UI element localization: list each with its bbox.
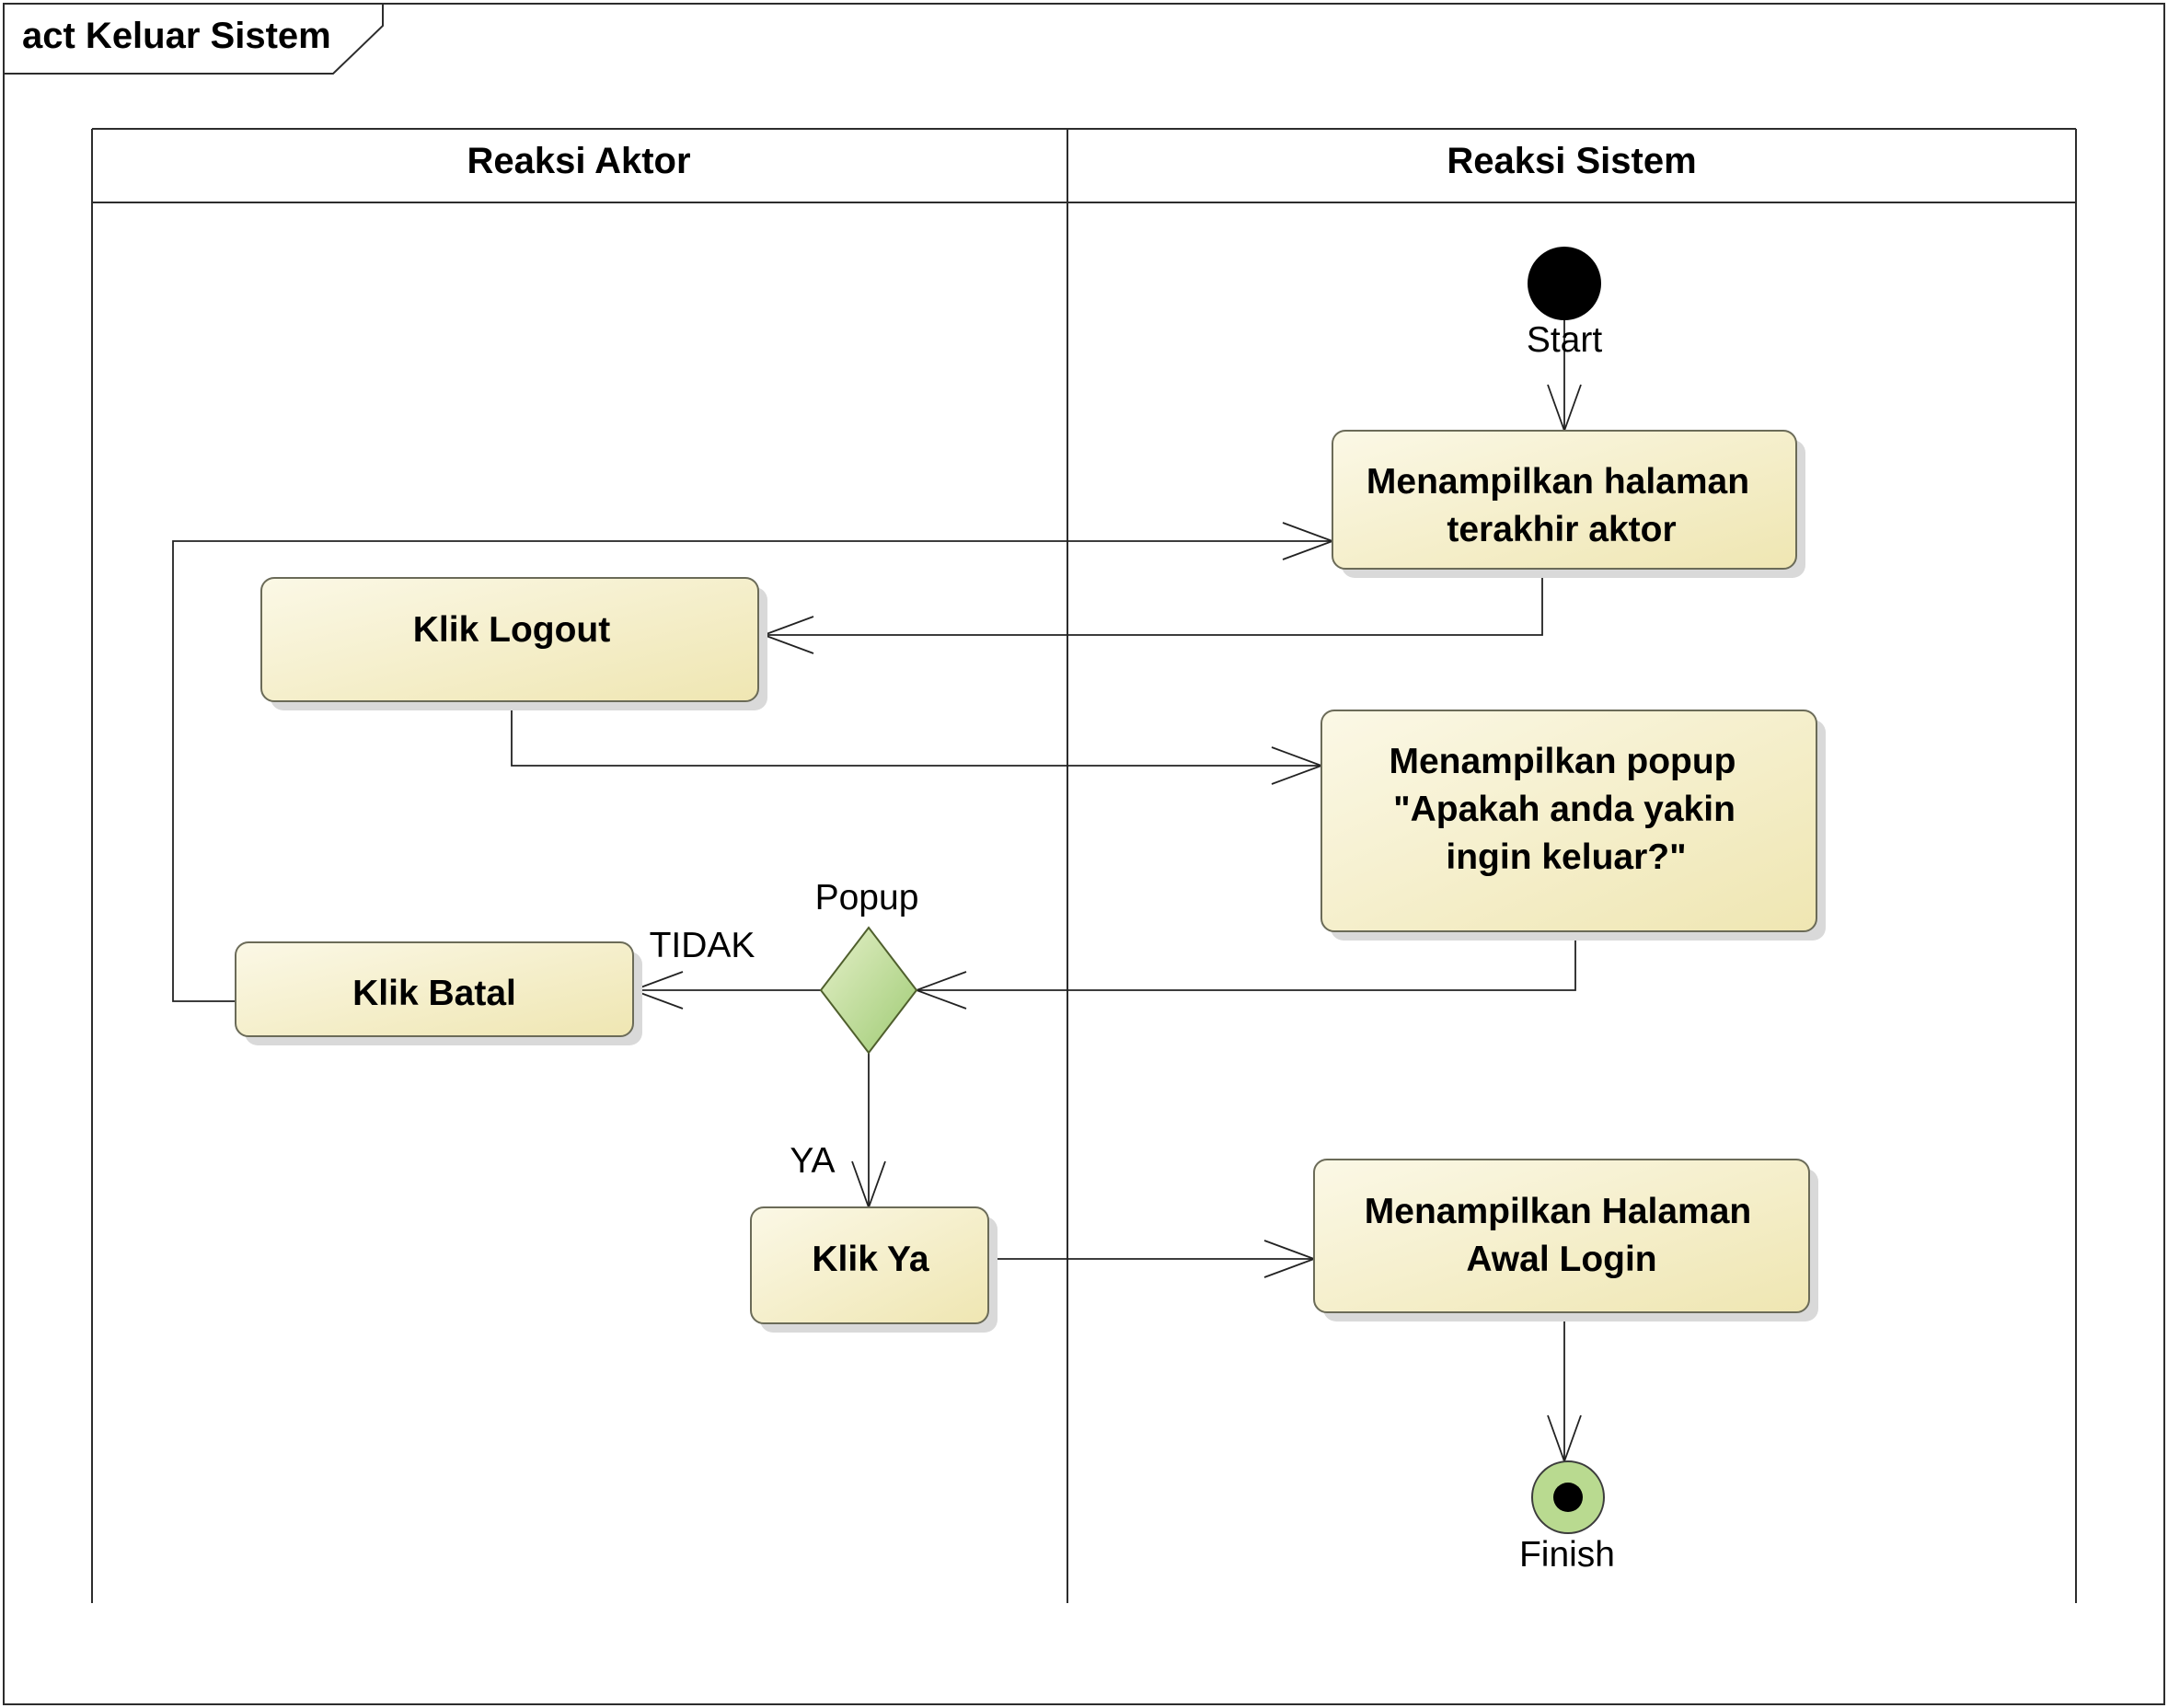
lane-title-right: Reaksi Sistem <box>1447 141 1696 181</box>
frame-title-tab <box>3 3 384 75</box>
action-click-yes <box>750 1206 989 1324</box>
finish-node-core <box>1553 1483 1583 1512</box>
action-show-last-page-line-2: terakhir aktor <box>1447 510 1676 549</box>
action-show-popup-line-3: ingin keluar?" <box>1446 837 1686 877</box>
action-click-logout <box>260 577 759 702</box>
action-click-cancel <box>235 941 634 1037</box>
action-show-popup <box>1320 710 1817 932</box>
edge-label-no: TIDAK <box>650 926 755 965</box>
action-click-cancel-label: Klik Batal <box>352 974 516 1013</box>
decision-label: Popup <box>815 878 919 917</box>
action-show-login-line-2: Awal Login <box>1466 1240 1656 1279</box>
action-show-login <box>1313 1159 1810 1313</box>
start-node <box>1528 247 1601 320</box>
edge-last-page-to-logout <box>764 572 1543 636</box>
frame-title: act Keluar Sistem <box>22 16 331 56</box>
action-click-yes-label: Klik Ya <box>812 1240 929 1279</box>
edge-popup-to-decision <box>917 934 1576 991</box>
action-click-logout-label: Klik Logout <box>413 610 610 650</box>
edge-label-yes: YA <box>790 1141 835 1181</box>
action-show-popup-line-2: "Apakah anda yakin <box>1393 790 1736 829</box>
decision-node <box>819 926 918 1055</box>
start-label: Start <box>1527 320 1603 360</box>
action-show-last-page <box>1332 430 1797 570</box>
action-show-login-line-1: Menampilkan Halaman <box>1365 1192 1751 1231</box>
edge-logout-to-popup <box>511 703 1321 767</box>
finish-label: Finish <box>1519 1535 1615 1575</box>
action-show-popup-line-1: Menampilkan popup <box>1389 742 1736 781</box>
lane-title-left: Reaksi Aktor <box>467 141 690 181</box>
action-show-last-page-line-1: Menampilkan halaman <box>1367 462 1749 502</box>
diagram-frame <box>3 3 2165 1705</box>
edge-cancel-to-last-page <box>172 540 1332 1002</box>
